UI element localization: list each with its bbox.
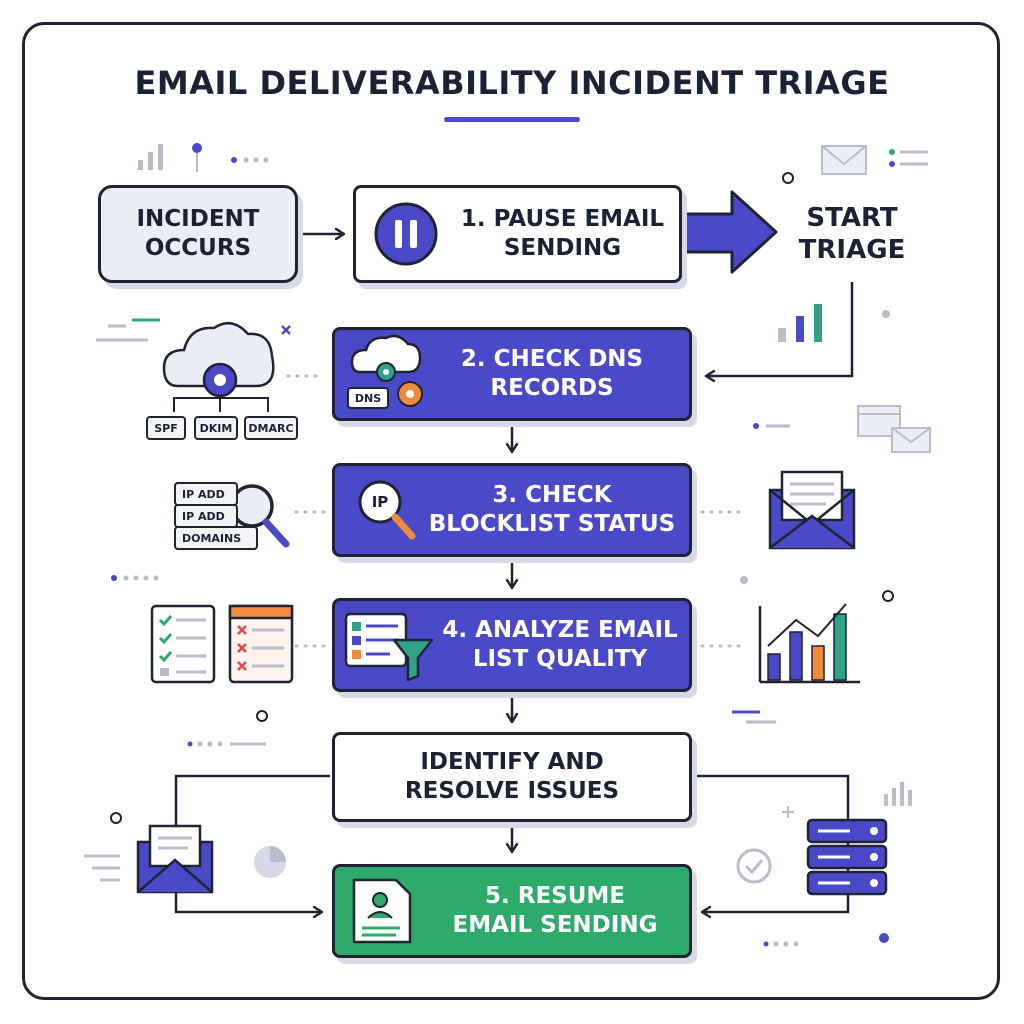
incident-occurs-label: INCIDENT OCCURS bbox=[136, 206, 260, 261]
identify-resolve-label: IDENTIFY AND RESOLVE ISSUES bbox=[404, 749, 620, 804]
ip-address-row-1: IP ADD bbox=[174, 482, 238, 506]
check-blocklist-label: 3. CHECK BLOCKLIST STATUS bbox=[428, 482, 676, 537]
dns-badge: DNS bbox=[354, 391, 382, 405]
start-triage-label: START TRIAGE bbox=[798, 203, 906, 265]
page-title: EMAIL DELIVERABILITY INCIDENT TRIAGE bbox=[134, 64, 890, 102]
analyze-list-node: 4. ANALYZE EMAIL LIST QUALITY bbox=[332, 598, 692, 692]
pause-sending-label: 1. PAUSE EMAIL SENDING bbox=[460, 206, 665, 261]
domains-row: DOMAINS bbox=[174, 526, 258, 550]
identify-resolve-node: IDENTIFY AND RESOLVE ISSUES bbox=[332, 732, 692, 822]
resume-sending-label: 5. RESUME EMAIL SENDING bbox=[452, 883, 658, 938]
check-dns-label: 2. CHECK DNS RECORDS bbox=[460, 346, 644, 401]
analyze-list-label: 4. ANALYZE EMAIL LIST QUALITY bbox=[442, 617, 678, 672]
spf-tag: SPF bbox=[146, 416, 186, 440]
ip-badge: IP bbox=[371, 493, 389, 511]
dkim-tag: DKIM bbox=[194, 416, 238, 440]
title-underline bbox=[444, 117, 580, 122]
incident-occurs-node: INCIDENT OCCURS bbox=[98, 185, 298, 283]
check-dns-node: 2. CHECK DNS RECORDS bbox=[332, 327, 692, 421]
pause-sending-node: 1. PAUSE EMAIL SENDING bbox=[353, 185, 682, 283]
ip-address-row-2: IP ADD bbox=[174, 504, 238, 528]
resume-sending-node: 5. RESUME EMAIL SENDING bbox=[332, 864, 692, 958]
dmarc-tag: DMARC bbox=[244, 416, 298, 440]
